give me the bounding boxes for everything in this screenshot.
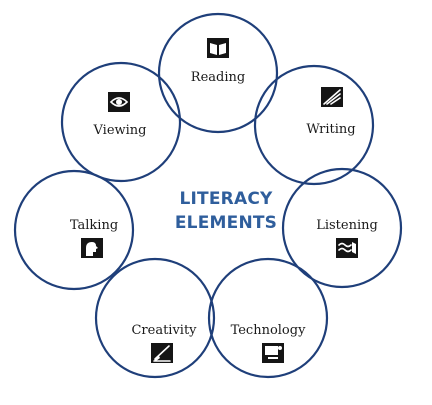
ring-writing [253,64,375,186]
element-writing: Writing [306,87,356,137]
computer-icon [262,343,284,363]
ring-reading [157,12,279,134]
label-talking: Talking [70,218,118,233]
eye-icon [108,92,130,112]
label-technology: Technology [231,323,307,338]
quill-paper-icon [321,87,343,107]
ring-talking [13,169,135,291]
label-creativity: Creativity [131,323,197,338]
element-creativity: Creativity [131,323,197,363]
element-viewing: Viewing [93,92,147,138]
element-reading: Reading [191,38,245,85]
open-book-icon [207,38,229,58]
ring-creativity [94,257,216,379]
speaking-head-icon [81,238,103,258]
paintbrush-icon [151,343,173,363]
ring-listening [281,167,403,289]
label-viewing: Viewing [93,123,147,138]
ring-technology [207,257,329,379]
element-technology: Technology [231,323,307,363]
element-talking: Talking [70,218,118,258]
label-reading: Reading [191,70,245,85]
element-listening: Listening [316,218,378,258]
label-listening: Listening [316,218,378,233]
center-title-line-2: ELEMENTS [175,213,277,233]
ear-icon [336,238,358,258]
label-writing: Writing [306,122,355,137]
center-title-line-1: LITERACY [180,189,273,209]
ring-viewing [60,61,182,183]
